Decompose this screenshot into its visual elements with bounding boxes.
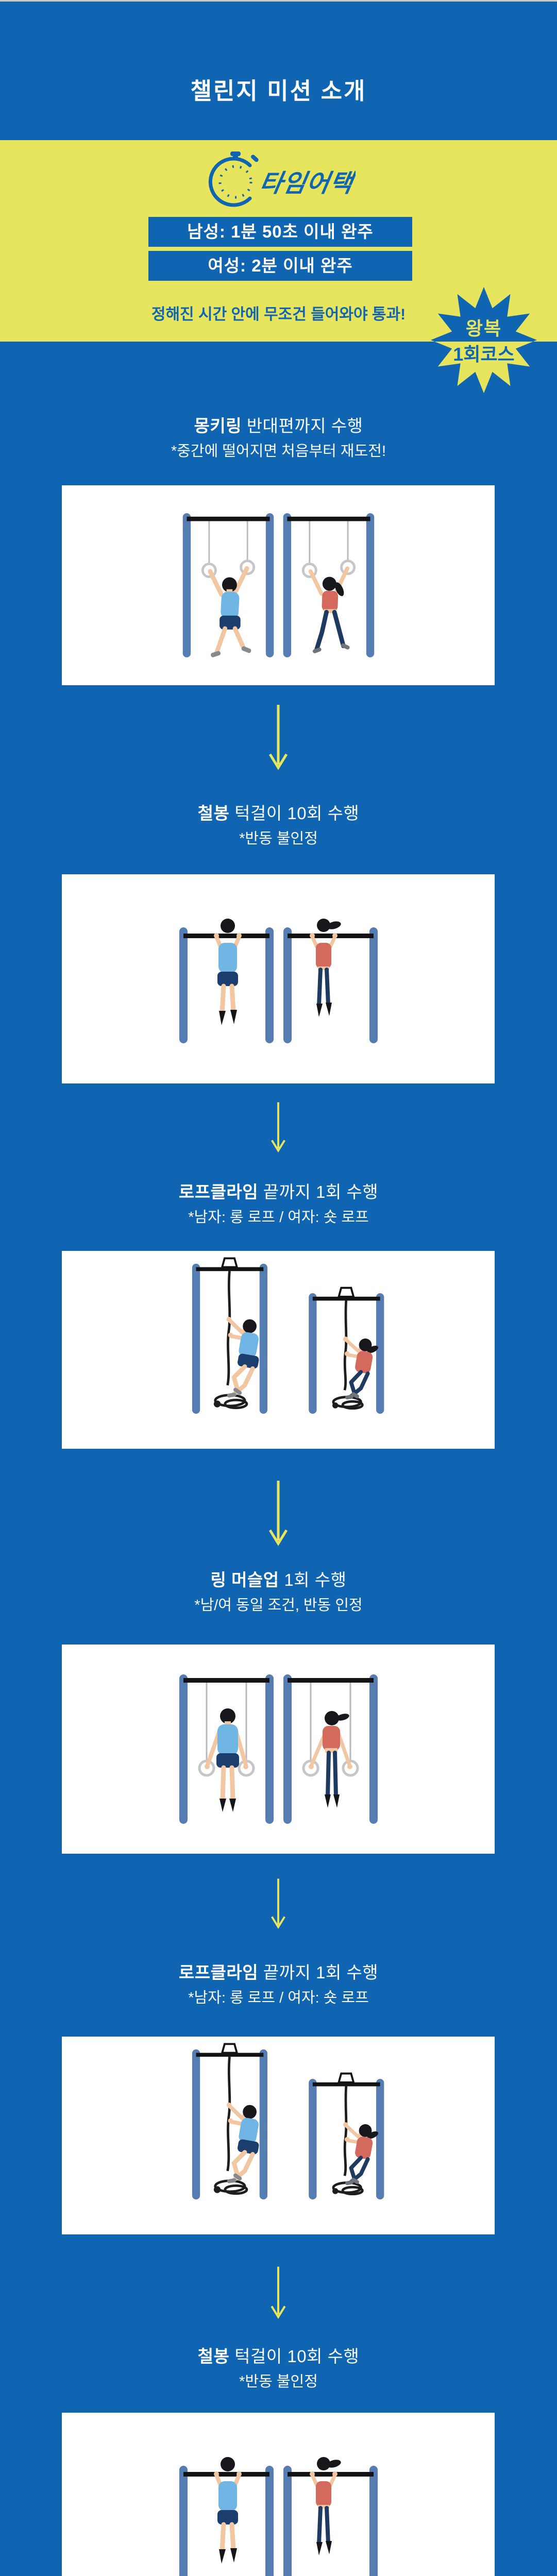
roundtrip-badge: 왕복 1회코스 왕복 1회코스	[429, 284, 538, 396]
mission-6-subtitle: *반동 불인정	[239, 2374, 318, 2390]
svg-text:1회코스: 1회코스	[453, 344, 514, 365]
mission-6-card	[62, 2413, 495, 2576]
down-arrow-icon	[266, 1480, 291, 1547]
down-arrow-icon	[266, 1878, 291, 1929]
mission-2-subtitle: *반동 불인정	[239, 831, 318, 847]
mission-5-subtitle: *남자: 롱 로프 / 여자: 숏 로프	[188, 1990, 369, 2006]
mission-2-card	[62, 874, 495, 1083]
svg-text:왕복: 왕복	[466, 318, 502, 339]
mission-3-subtitle: *남자: 롱 로프 / 여자: 숏 로프	[188, 1209, 369, 1226]
logo-text: 타임어택	[258, 170, 356, 197]
page-title: 챌린지 미션 소개	[190, 78, 367, 104]
pullup-bar-illustration	[62, 2414, 495, 2576]
down-arrow-icon	[266, 2266, 291, 2319]
rope-climb-illustration	[62, 2037, 495, 2234]
rope-climb-illustration	[62, 1251, 495, 1448]
banner-female-time: 여성: 2분 이내 완주	[148, 251, 412, 281]
banner-male-time: 남성: 1분 50초 이내 완주	[148, 217, 412, 247]
mission-6-title: 철봉 턱걸이 10회 수행	[197, 2347, 360, 2366]
mission-3-card	[62, 1251, 495, 1449]
mission-1-subtitle: *중간에 떨어지면 처음부터 재도전!	[171, 443, 386, 460]
pass-condition: 정해진 시간 안에 무조건 들어와야 통과!	[151, 306, 406, 323]
mission-1-card	[62, 485, 495, 685]
mission-4-card	[62, 1645, 495, 1854]
mission-5-title: 로프클라임 끝까지 1회 수행	[178, 1963, 379, 1982]
down-arrow-icon	[266, 1101, 291, 1153]
stopwatch-icon: 타임어택	[208, 151, 356, 207]
ring-muscleup-illustration	[62, 1646, 495, 1852]
mission-4-subtitle: *남/여 동일 조건, 반동 인정	[194, 1597, 363, 1614]
pullup-bar-illustration	[62, 876, 495, 1082]
mission-1-title: 몽키링 반대편까지 수행	[194, 416, 363, 435]
badge-star-icon: 왕복 1회코스 왕복 1회코스	[431, 287, 537, 393]
monkey-rings-illustration	[62, 486, 495, 685]
mission-5-card	[62, 2037, 495, 2234]
mission-4-title: 링 머슬업 1회 수행	[210, 1570, 347, 1589]
time-attack-logo: 타임어택	[206, 149, 356, 210]
mission-3-title: 로프클라임 끝까지 1회 수행	[178, 1182, 379, 1201]
down-arrow-icon	[266, 704, 291, 771]
mission-2-title: 철봉 턱걸이 10회 수행	[197, 804, 360, 823]
